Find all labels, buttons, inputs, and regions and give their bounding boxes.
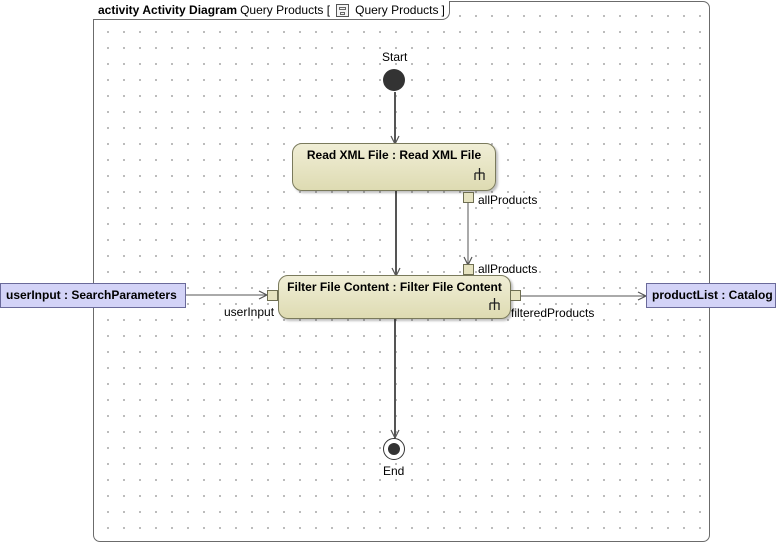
action-read-xml-file-label: Read XML File : Read XML File [306, 148, 482, 162]
pin-filteredproducts-out-label: filteredProducts [511, 306, 595, 320]
pin-userinput-in-label: userInput [224, 305, 275, 319]
diagram-name: Activity Diagram [142, 2, 238, 17]
diagram-behavior: Query Products [355, 2, 439, 17]
diagram-owner: Query Products [ [240, 2, 331, 17]
diagram-kind: activity [98, 2, 140, 17]
object-node-userinput[interactable]: userInput : SearchParameters [0, 283, 186, 308]
pin-filteredproducts-out[interactable] [510, 290, 521, 301]
pin-allproducts-in-label: allProducts [478, 262, 538, 276]
call-behavior-rake-icon [489, 298, 500, 310]
pin-allproducts-in[interactable] [463, 264, 474, 275]
object-node-productlist[interactable]: productList : Catalog [646, 283, 776, 308]
pin-userinput-in[interactable] [267, 290, 278, 301]
action-filter-file-content-label: Filter File Content : Filter File Conten… [287, 280, 502, 294]
call-behavior-rake-icon [474, 168, 485, 180]
start-label: Start [382, 50, 408, 64]
initial-node[interactable] [383, 69, 405, 91]
diagram-header: activity Activity Diagram Query Products… [93, 1, 450, 20]
pin-allproducts-out[interactable] [463, 192, 474, 203]
activity-final-node[interactable] [383, 438, 405, 460]
activity-diagram-icon [336, 3, 350, 17]
diagram-header-close: ] [441, 2, 445, 17]
action-filter-file-content[interactable]: Filter File Content : Filter File Conten… [278, 275, 511, 319]
pin-allproducts-out-label: allProducts [478, 193, 538, 207]
action-read-xml-file[interactable]: Read XML File : Read XML File [292, 143, 496, 191]
end-label: End [383, 464, 405, 478]
diagram-frame [93, 1, 710, 542]
activity-final-inner [388, 443, 400, 455]
